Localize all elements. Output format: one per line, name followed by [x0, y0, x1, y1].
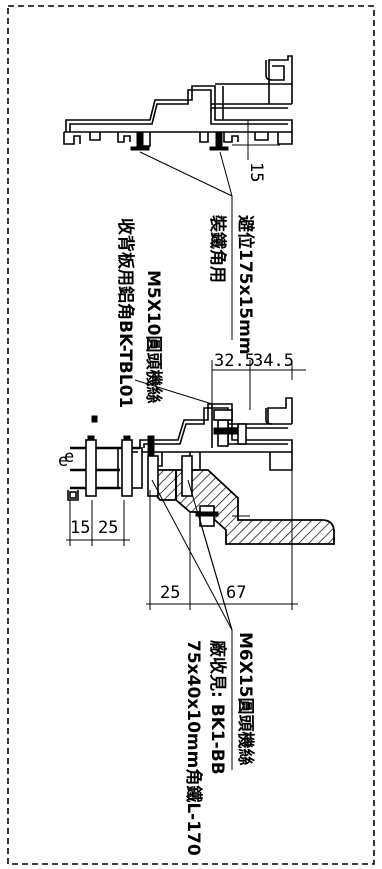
- back-panel-angle-bolt: [211, 404, 247, 448]
- top-aluminium-profile: [63, 55, 293, 151]
- dim-25-left: 25: [98, 518, 118, 538]
- m6-bolt-set: [147, 455, 193, 497]
- note-factory-closing: 廠收見: BK1-BB: [207, 640, 228, 775]
- note-avoid-clearance: 避位175x15mm: [235, 215, 256, 355]
- dimension-15-top: 15: [232, 120, 280, 182]
- dim-32-5: 32.5: [214, 351, 255, 371]
- dim-34-5: 34.5: [253, 351, 294, 371]
- dimension-32-5-34-5: 32.5 34.5: [211, 351, 306, 410]
- note-m5-screw: M5X10圓頭機絲: [143, 270, 164, 404]
- micro-label-2: e: [64, 447, 74, 467]
- note-steel-angle: 75x40x10mm角鐵L-170: [183, 640, 204, 856]
- note-back-panel-angle: 收背板用鋁角BK-TBL01: [115, 218, 136, 408]
- dimension-25-67: 25 67: [146, 470, 298, 610]
- dim-15-top: 15: [246, 162, 266, 182]
- dim-25-bottom: 25: [160, 583, 180, 603]
- note-m6-screw: M6X15圓頭機絲: [235, 632, 256, 766]
- leader-m5: [134, 379, 213, 405]
- leader-m6: [151, 479, 233, 770]
- micro-label-1: e: [58, 451, 68, 471]
- dim-67: 67: [226, 583, 246, 603]
- leader-fastening: [139, 151, 233, 340]
- note-for-fastening-angle: 裝鐵角用: [207, 214, 228, 283]
- dimension-15-25: 15 25: [66, 500, 130, 546]
- left-fasteners: e e: [58, 415, 155, 501]
- drawing-border: [7, 5, 375, 865]
- dim-15-bottom: 15: [70, 518, 90, 538]
- steel-angle-section: [149, 469, 335, 545]
